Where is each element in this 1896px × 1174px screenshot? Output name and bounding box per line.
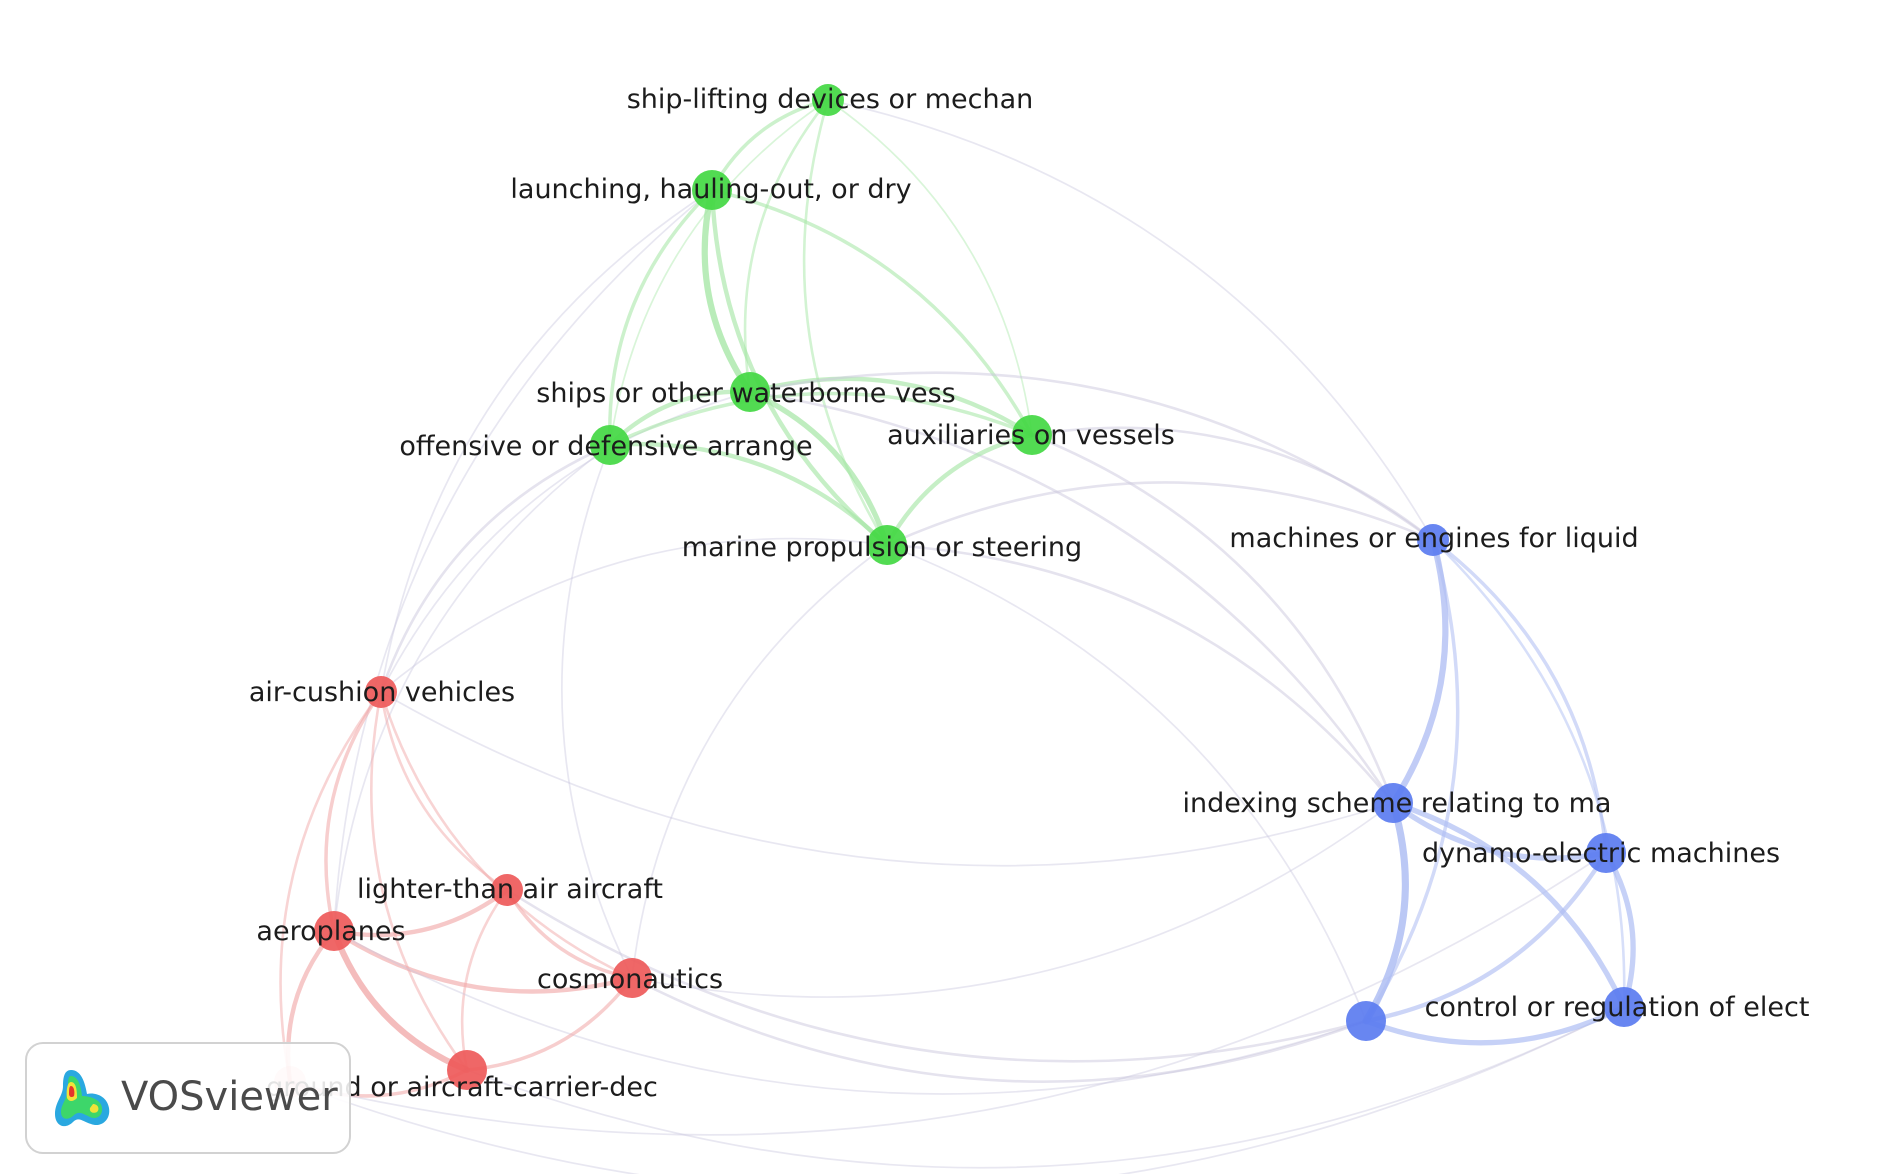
edge-cosmonautics-indexing	[631, 802, 1394, 998]
node-marine[interactable]	[867, 525, 907, 565]
edge-ships-air_cushion	[380, 391, 751, 693]
node-label-dynamo[interactable]: dynamo-electric machines	[1422, 838, 1780, 869]
edge-cosmonautics-blue_unlabeled	[630, 976, 1368, 1083]
edge-lighter-carrier	[460, 888, 509, 1072]
labels-layer: ship-lifting devices or mechan launching,…	[249, 84, 1810, 1103]
edge-machines-dynamo	[1431, 538, 1608, 855]
edge-air_cushion-carrier	[370, 690, 469, 1072]
edge-cosmonautics-carrier	[465, 976, 634, 1072]
edge-air_cushion-indexing	[380, 691, 1394, 867]
node-cosmonautics[interactable]	[612, 958, 652, 998]
edge-aeroplanes-cosmonautics	[331, 928, 635, 994]
vosviewer-logo-icon	[55, 1070, 110, 1127]
edge-launching-offensive	[608, 188, 714, 447]
edge-auxiliaries-marine	[884, 432, 1035, 548]
node-label-machines[interactable]: machines or engines for liquid	[1229, 523, 1638, 554]
edge-launching-auxiliaries	[710, 188, 1034, 437]
node-control[interactable]	[1604, 987, 1644, 1027]
node-ship-lifting[interactable]	[812, 84, 844, 116]
edge-launching-aeroplanes	[333, 189, 713, 932]
edge-indexing-control	[1390, 800, 1627, 1010]
edge-offensive-cosmonautics	[561, 444, 633, 979]
edge-ground-control	[289, 1006, 1625, 1174]
edge-ships-marine	[747, 389, 890, 548]
node-label-lighter[interactable]: lighter-than air aircraft	[357, 874, 663, 905]
node-auxiliaries[interactable]	[1012, 415, 1052, 455]
node-label-offensive[interactable]: offensive or defensive arrange	[399, 431, 812, 462]
node-label-air-cushion[interactable]: air-cushion vehicles	[249, 677, 515, 708]
edge-lighter-aeroplanes	[331, 887, 510, 938]
edge-air_cushion-aeroplanes	[324, 690, 383, 933]
node-dynamo[interactable]	[1586, 833, 1626, 873]
edge-ship_lifting-marine	[802, 98, 889, 547]
edge-offensive-air_cushion	[379, 443, 612, 694]
node-label-aeroplanes[interactable]: aeroplanes	[256, 916, 405, 947]
edge-launching-air_cushion	[380, 189, 713, 693]
edge-air_cushion-ground	[279, 690, 383, 1084]
edge-auxiliaries-machines	[1030, 426, 1435, 542]
node-label-ships[interactable]: ships or other waterborne vess	[536, 378, 955, 409]
edge-marine-blue_unlabeled	[886, 544, 1367, 1022]
node-label-ship-lifting[interactable]: ship-lifting devices or mechan	[627, 84, 1034, 115]
vosviewer-logo: VOSviewer	[25, 1042, 351, 1154]
edge-dynamo-blue_unlabeled	[1363, 850, 1609, 1024]
edge-ship_lifting-ships	[743, 98, 830, 394]
node-indexing[interactable]	[1373, 783, 1413, 823]
edge-blue_unlabeled-control	[1363, 1004, 1627, 1046]
vosviewer-logo-text: VOSviewer	[121, 1074, 338, 1120]
edge-aeroplanes-blue_unlabeled	[333, 930, 1367, 1095]
edge-launching-ships	[701, 186, 754, 396]
edge-auxiliaries-indexing	[1030, 433, 1395, 805]
node-label-control[interactable]: control or regulation of elect	[1425, 992, 1810, 1023]
edge-ship_lifting-offensive	[609, 99, 829, 446]
edge-aeroplanes-carrier	[330, 927, 471, 1074]
edge-carrier-control	[466, 1006, 1625, 1169]
node-carrier[interactable]	[447, 1050, 487, 1090]
edge-ships-machines	[748, 371, 1435, 542]
edge-offensive-marine	[607, 441, 890, 548]
edge-ship_lifting-machines	[827, 99, 1434, 541]
edge-indexing-blue_unlabeled	[1362, 799, 1409, 1025]
edge-marine-cosmonautics	[631, 544, 888, 979]
edge-marine-machines	[885, 481, 1435, 547]
node-launching[interactable]	[692, 170, 732, 210]
edge-air_cushion-lighter	[379, 690, 509, 892]
node-label-marine[interactable]: marine propulsion or steering	[682, 532, 1082, 563]
edge-machines-blue_unlabeled	[1364, 538, 1460, 1023]
node-lighter[interactable]	[491, 874, 523, 906]
edge-offensive-auxiliaries	[608, 391, 1034, 447]
node-blue-unlabeled[interactable]	[1346, 1001, 1386, 1041]
edge-lighter-blue_unlabeled	[505, 888, 1368, 1063]
edge-offensive-aeroplanes	[333, 444, 611, 932]
node-label-cosmonautics[interactable]: cosmonautics	[537, 964, 723, 995]
edge-ship_lifting-auxiliaries	[827, 99, 1033, 436]
node-ships[interactable]	[730, 372, 770, 412]
nodes-layer	[274, 84, 1644, 1098]
node-label-indexing[interactable]: indexing scheme relating to ma	[1183, 788, 1612, 819]
edge-machines-control	[1431, 538, 1626, 1009]
edge-ships-auxiliaries	[747, 376, 1035, 438]
node-label-auxiliaries[interactable]: auxiliaries on vessels	[887, 420, 1175, 451]
edge-ground-dynamo	[289, 852, 1607, 1136]
node-label-launching[interactable]: launching, hauling-out, or dry	[510, 174, 911, 205]
node-air-cushion[interactable]	[365, 676, 397, 708]
edge-marine-air_cushion	[380, 537, 888, 693]
node-offensive[interactable]	[590, 425, 630, 465]
edge-machines-indexing	[1389, 536, 1449, 807]
node-machines[interactable]	[1417, 524, 1449, 556]
node-aeroplanes[interactable]	[314, 911, 354, 951]
edge-ships-indexing	[748, 390, 1395, 805]
edge-marine-indexing	[885, 543, 1395, 805]
edge-air_cushion-cosmonautics	[379, 690, 634, 980]
